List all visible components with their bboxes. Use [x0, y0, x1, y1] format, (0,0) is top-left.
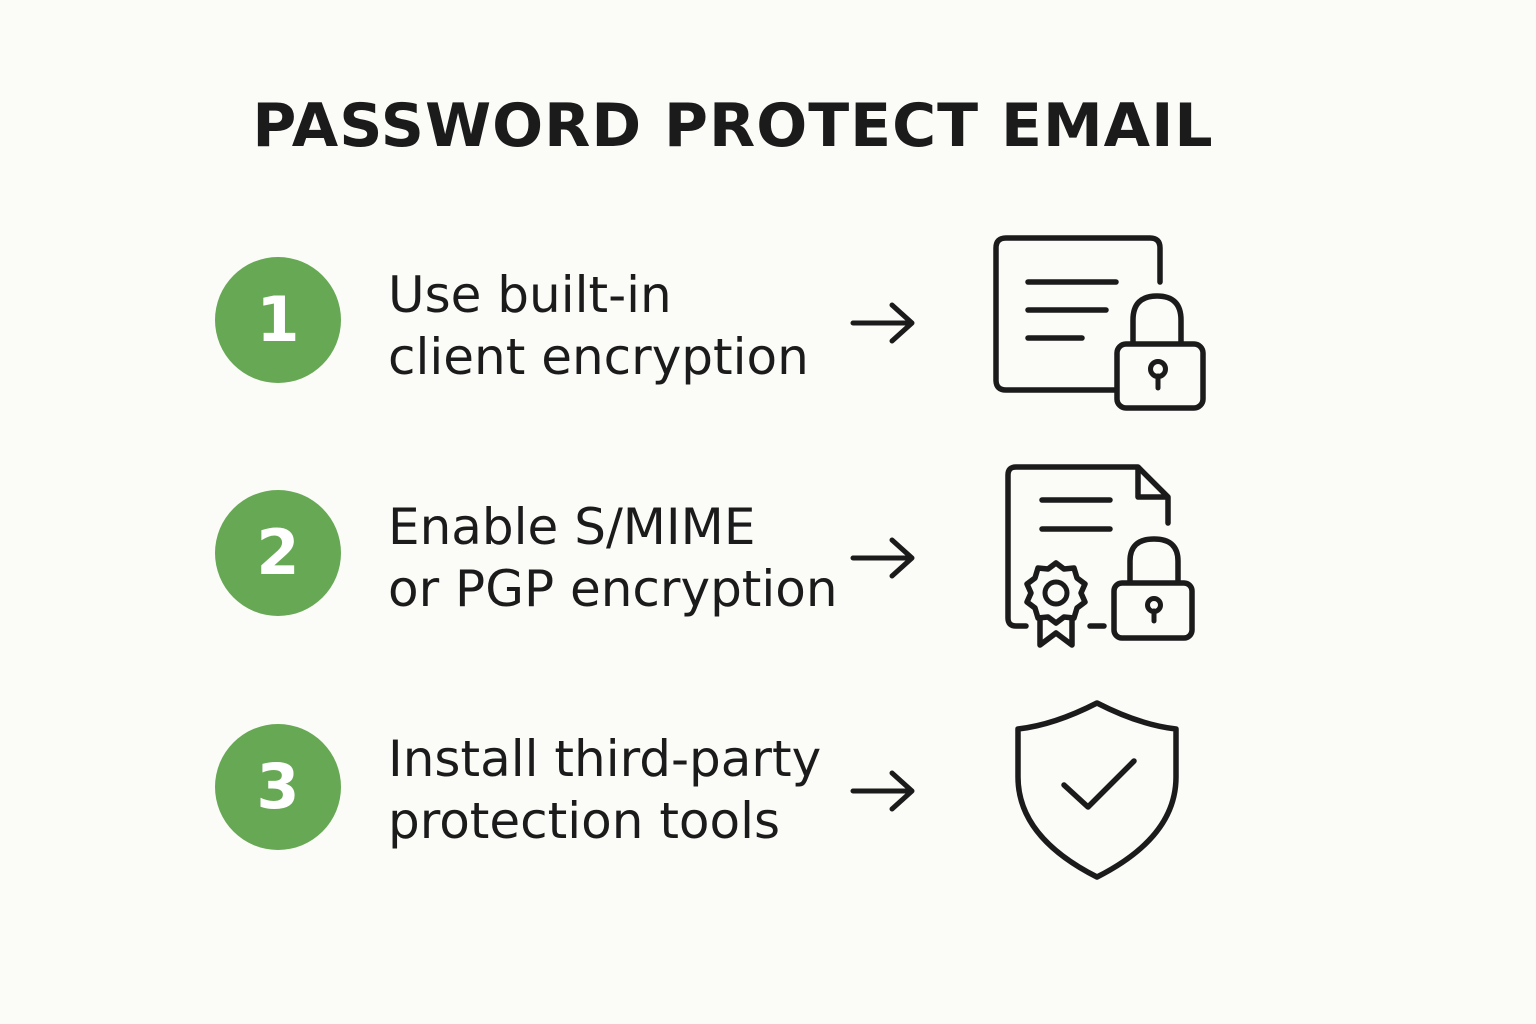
arrow-right-icon [850, 537, 915, 579]
step-label-line-2: client encryption [388, 328, 809, 386]
arrow-right-icon [850, 302, 915, 344]
page-title: PASSWORD PROTECT EMAIL [252, 91, 1214, 161]
shield-check-icon [1015, 700, 1179, 880]
step-label-line-1: Use built-in [388, 266, 672, 324]
document-lock-icon [993, 235, 1206, 411]
step-label: Enable S/MIME or PGP encryption [388, 496, 838, 620]
step-label-line-1: Install third-party [388, 730, 822, 788]
arrow-right-icon [850, 770, 915, 812]
step-2: 2 Enable S/MIME or PGP encryption [0, 463, 1536, 663]
step-label: Use built-in client encryption [388, 264, 809, 388]
certificate-lock-icon [1005, 464, 1195, 648]
step-label-line-1: Enable S/MIME [388, 498, 756, 556]
step-1: 1 Use built-in client encryption [0, 230, 1536, 430]
step-number-badge: 1 [215, 257, 341, 383]
step-label-line-2: protection tools [388, 792, 781, 850]
step-label-line-2: or PGP encryption [388, 560, 838, 618]
step-label: Install third-party protection tools [388, 728, 821, 852]
step-number-badge: 3 [215, 724, 341, 850]
step-3: 3 Install third-party protection tools [0, 697, 1536, 897]
step-number-badge: 2 [215, 490, 341, 616]
